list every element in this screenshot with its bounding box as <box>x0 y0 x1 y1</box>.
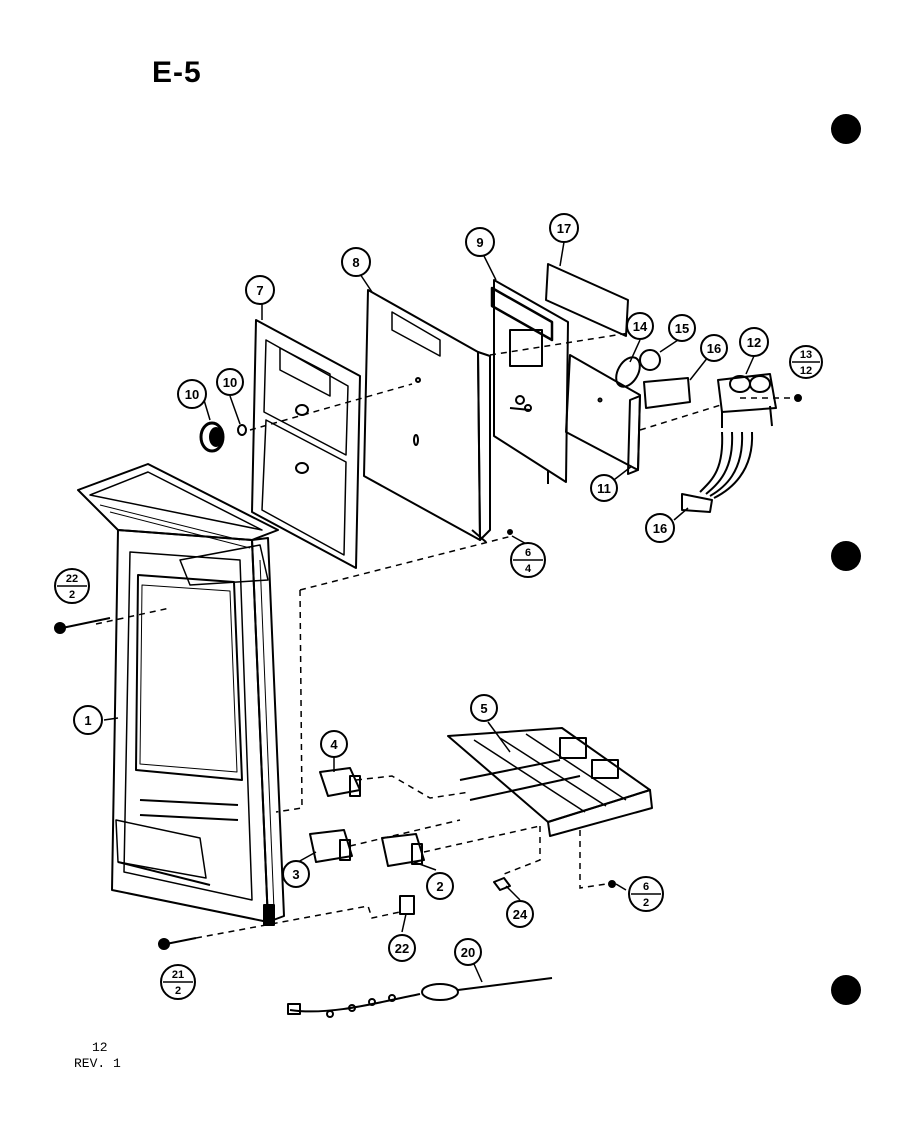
temperature-probe-part <box>287 977 553 1018</box>
callout-label-10b: 10 <box>223 375 237 390</box>
page-footer: 12 REV. 1 <box>74 1040 121 1072</box>
callout-circle-24 <box>506 900 534 928</box>
assembly-lines <box>95 329 796 939</box>
mounting-plate-part <box>363 289 491 543</box>
bracket-board-part <box>565 354 641 475</box>
revision-label: REV. 1 <box>74 1056 121 1071</box>
callout-circle-22s <box>388 934 416 962</box>
callout-circle-3 <box>282 860 310 888</box>
switch-2-part <box>381 833 425 867</box>
callout-label-11: 11 <box>597 481 611 496</box>
callout-circle-10b <box>216 368 244 396</box>
callout-label-16b: 16 <box>653 521 667 536</box>
callout-label-15: 15 <box>675 321 689 336</box>
callout-label-24: 24 <box>513 907 528 922</box>
callout-circle-4 <box>320 730 348 758</box>
callout-circles <box>54 213 823 1000</box>
callout-circle-7 <box>245 275 275 305</box>
fraction-top-13: 13 <box>800 349 812 361</box>
callout-label-5: 5 <box>480 701 487 716</box>
relay-part <box>643 377 691 409</box>
fraction-bottom-12: 12 <box>800 365 812 377</box>
callout-circle-16b <box>645 513 675 543</box>
callout-circle-2 <box>426 872 454 900</box>
callout-circle-11 <box>590 474 618 502</box>
fraction-top-21: 21 <box>172 969 184 981</box>
punch-hole-top <box>831 114 861 144</box>
fraction-bottom-2b: 2 <box>643 897 649 909</box>
fraction-top-6a: 6 <box>525 547 531 559</box>
callout-circle-9 <box>465 227 495 257</box>
callout-label-9: 9 <box>476 235 483 250</box>
fraction-bars <box>57 361 820 983</box>
diagram-title: E-5 <box>152 56 202 89</box>
callout-circle-5 <box>470 694 498 722</box>
callout-circle-16a <box>700 334 728 362</box>
callout-circle-15 <box>668 314 696 342</box>
fraction-top-6b: 6 <box>643 881 649 893</box>
callout-circle-1 <box>73 705 103 735</box>
switch-3-part <box>309 829 353 863</box>
punch-hole-middle <box>831 541 861 571</box>
callout-label-2: 2 <box>436 879 443 894</box>
callout-label-4: 4 <box>330 737 338 752</box>
callout-circle-20 <box>454 938 482 966</box>
door-frame-part <box>77 463 285 926</box>
control-board-part <box>490 279 569 484</box>
callout-circle-8 <box>341 247 371 277</box>
capacitor-parts <box>615 349 661 388</box>
page-number: 12 <box>92 1040 108 1055</box>
callout-label-8: 8 <box>352 255 359 270</box>
transformer-part <box>717 373 777 428</box>
callout-label-3: 3 <box>292 867 299 882</box>
callout-circle-10a <box>177 379 207 409</box>
latch-assembly-part <box>447 727 653 837</box>
gasket-panel-part <box>251 319 361 569</box>
callout-circle-12 <box>739 327 769 357</box>
clip-part <box>399 895 415 915</box>
callout-label-14: 14 <box>633 319 648 334</box>
callout-label-7: 7 <box>256 283 263 298</box>
fraction-bottom-4: 4 <box>525 563 532 575</box>
callout-label-10a: 10 <box>185 387 199 402</box>
knob-part <box>199 421 247 453</box>
callout-label-16a: 16 <box>707 341 721 356</box>
cover-sheet-part <box>545 263 629 337</box>
callout-label-12: 12 <box>747 335 761 350</box>
callout-circle-17 <box>549 213 579 243</box>
callout-circle-14 <box>626 312 654 340</box>
screws <box>54 327 802 950</box>
punch-hole-bottom <box>831 975 861 1005</box>
fraction-bottom-2c: 2 <box>175 985 181 997</box>
callout-label-20: 20 <box>461 945 475 960</box>
wire-harness-part <box>681 431 754 513</box>
callout-label-1: 1 <box>84 713 91 728</box>
callout-label-22s: 22 <box>395 941 409 956</box>
fraction-bottom-2a: 2 <box>69 589 75 601</box>
callout-label-17: 17 <box>557 221 571 236</box>
switch-4-part <box>319 767 361 797</box>
rivet-part <box>493 877 511 891</box>
fraction-top-22: 22 <box>66 573 78 585</box>
